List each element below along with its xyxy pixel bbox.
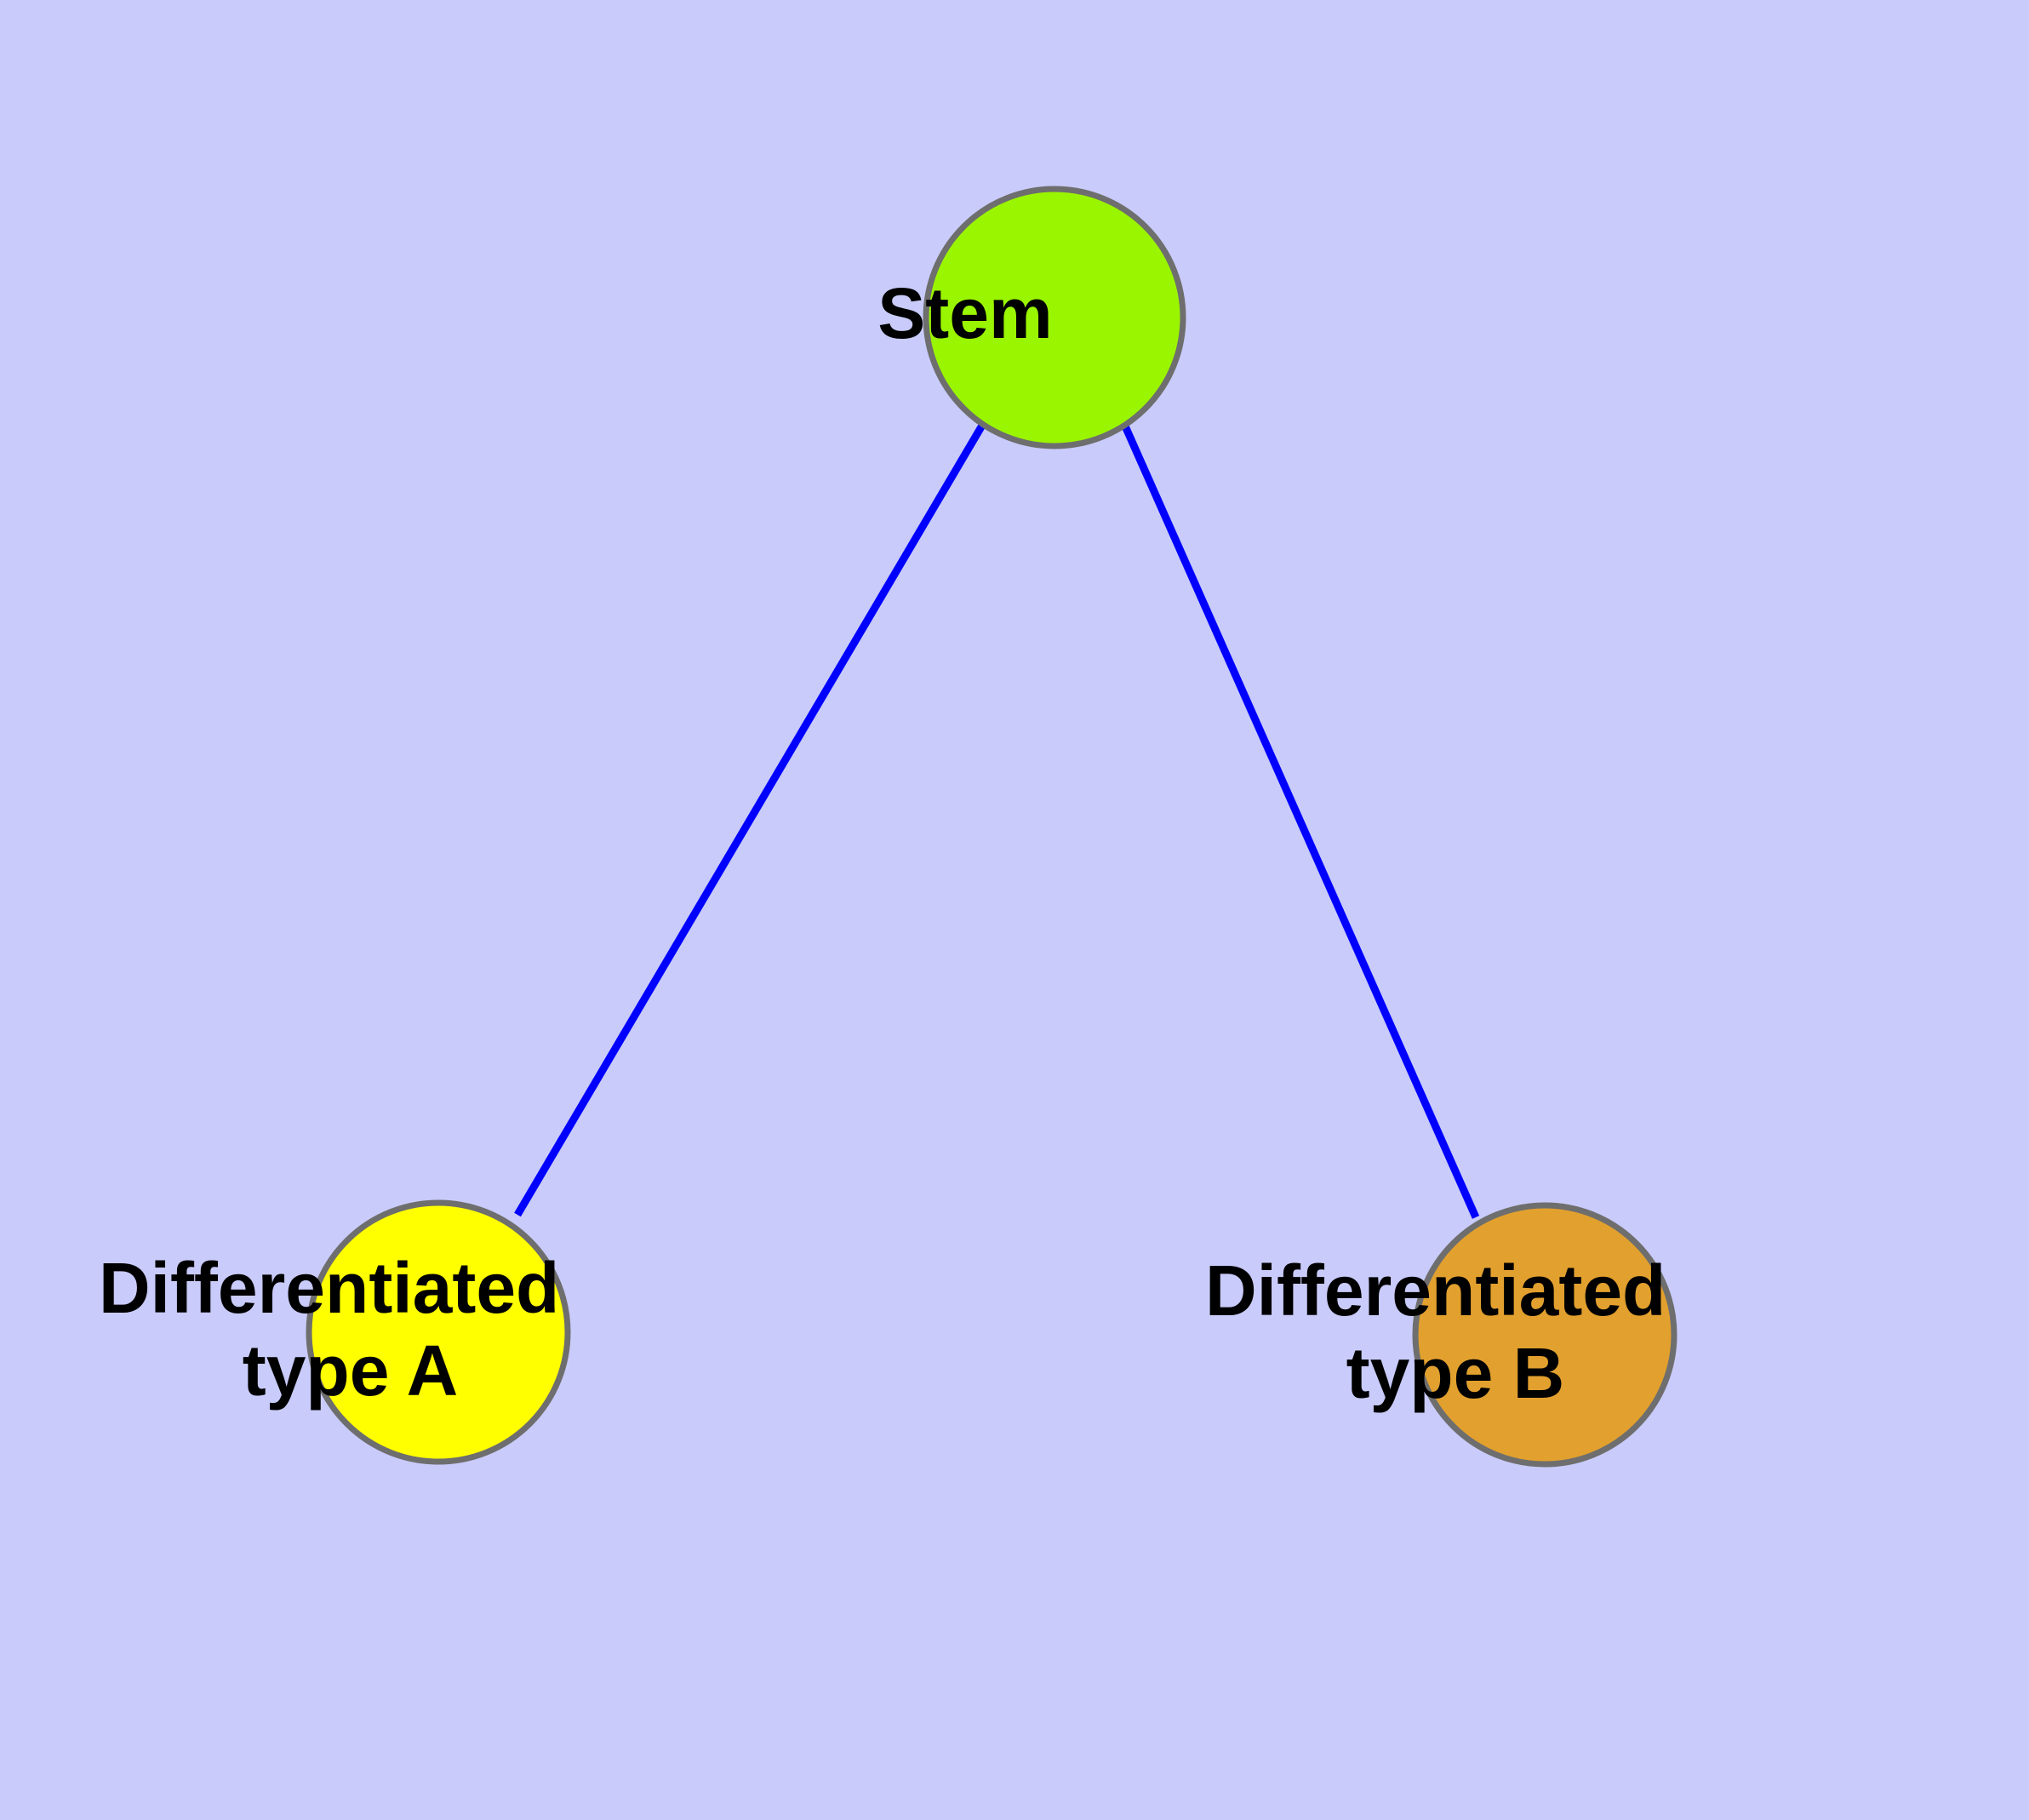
node-differentiated-type-b-label: Differentiated type B — [1205, 1251, 1884, 1413]
edge-layer — [514, 421, 1480, 1219]
node-differentiated-type-b-label-line-2: type B — [1346, 1333, 1565, 1413]
node-stem-label-line-1: Stem — [877, 273, 1052, 353]
edge-stem-to-differentiated-type-b[interactable] — [1119, 421, 1480, 1219]
node-differentiated-type-a-label-line-1: Differentiated — [99, 1248, 559, 1328]
node-differentiated-type-a-label-line-2: type A — [243, 1331, 457, 1411]
node-stem-label: Stem — [877, 273, 1231, 353]
node-differentiated-type-b-label-line-1: Differentiated — [1205, 1251, 1666, 1331]
node-differentiated-type-a-label: Differentiated type A — [99, 1248, 778, 1411]
node-stem[interactable]: Stem — [877, 186, 1231, 449]
node-layer: Stem Differentiated type A Differentiate… — [99, 186, 1884, 1468]
node-stem-circle[interactable] — [923, 186, 1186, 449]
node-differentiated-type-a[interactable]: Differentiated type A — [99, 1199, 778, 1465]
node-differentiated-type-b[interactable]: Differentiated type B — [1205, 1202, 1884, 1468]
node-differentiated-type-a-circle[interactable] — [306, 1199, 571, 1465]
edge-stem-to-differentiated-type-a[interactable] — [514, 421, 986, 1217]
node-differentiated-type-b-circle[interactable] — [1412, 1202, 1677, 1468]
